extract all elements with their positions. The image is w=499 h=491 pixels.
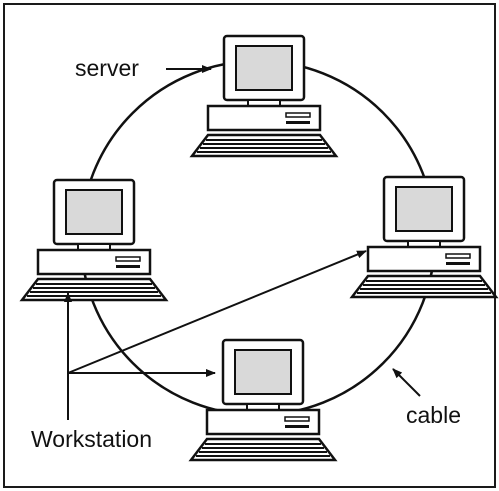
workstation-bottom-computer-icon xyxy=(189,338,337,462)
workstation-left-computer-icon xyxy=(20,178,168,302)
workstation-right-computer-icon xyxy=(350,175,498,299)
server-computer-icon xyxy=(190,34,338,158)
server-label: server xyxy=(75,55,139,81)
workstation-label: Workstation xyxy=(31,426,153,452)
workstation-arrow-right xyxy=(67,250,367,374)
cable-label: cable xyxy=(406,402,461,428)
cable-arrow xyxy=(392,368,421,397)
